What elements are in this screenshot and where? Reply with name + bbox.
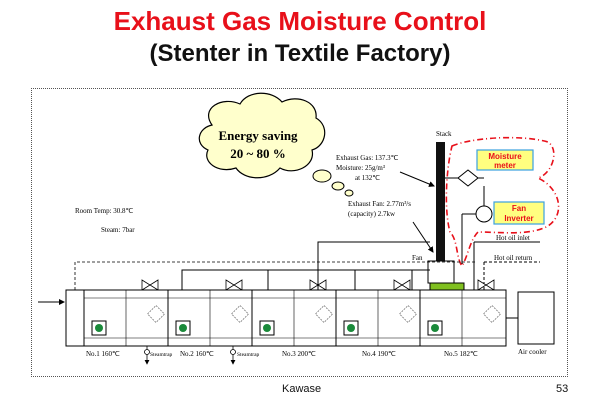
heater-icon xyxy=(147,305,165,323)
steam-header-line xyxy=(74,261,475,290)
exhaust-moisture: Moisture: 25g/m³ xyxy=(336,164,385,172)
exhaust-fan-capacity: Exhaust Fan: 2.77m³/s xyxy=(348,200,411,208)
fan-label: Fan xyxy=(412,254,423,262)
valve-icon xyxy=(141,279,159,291)
hot-oil-inlet-label: Hot oil inlet xyxy=(496,234,530,242)
moisture-sensor-icon xyxy=(457,169,479,187)
footer-author: Kawase xyxy=(282,383,322,395)
fan-inverter-label-1: Fan xyxy=(512,204,526,213)
inverter-icon xyxy=(475,205,493,223)
exhaust-fan-power: (capacity) 2.7kw xyxy=(348,210,396,218)
valve-icon xyxy=(393,279,411,291)
stack xyxy=(436,142,445,262)
hot-oil-return-label: Hot oil return xyxy=(494,254,533,262)
slide-subtitle: (Stenter in Textile Factory) xyxy=(149,40,451,67)
cloud-bubble xyxy=(331,181,345,191)
moisture-meter-label-1: Moisture xyxy=(488,152,522,161)
chamber-1-label: No.1 160℃ xyxy=(86,350,120,358)
heater-icon xyxy=(231,305,249,323)
cloud-text-1: Energy saving xyxy=(218,128,298,143)
steamtrap-1-label: Steamtrap xyxy=(150,352,173,358)
fan-inverter-box xyxy=(493,201,545,225)
exhaust-duct xyxy=(181,269,430,290)
diagram-frame xyxy=(31,88,568,377)
room-temp-label: Room Temp: 30.8℃ xyxy=(75,207,134,215)
air-cooler xyxy=(517,291,555,345)
exhaust-gas-temp: Exhaust Gas: 137.3℃ xyxy=(336,154,399,162)
fan-arrow xyxy=(412,221,434,253)
air-cooler-label: Air cooler xyxy=(518,348,547,356)
steamtrap-2-label: Steamtrap xyxy=(237,352,260,358)
heater-icon xyxy=(315,305,333,323)
chamber-3-label: No.3 200℃ xyxy=(282,350,316,358)
exhaust-moisture-temp: at 132℃ xyxy=(355,174,380,182)
heater-icon xyxy=(483,305,501,323)
valve-icon xyxy=(309,279,327,291)
stenter-body xyxy=(65,289,507,347)
cloud-text-2: 20 ~ 80 % xyxy=(230,146,286,161)
cloud-bubble xyxy=(312,169,332,183)
moisture-meter-box xyxy=(476,149,534,171)
steamtrap-icon xyxy=(230,349,236,355)
valve-icon xyxy=(225,279,243,291)
energy-saving-cloud: Energy saving 20 ~ 80 % xyxy=(198,92,354,197)
fan-inverter-label-2: Inverter xyxy=(504,214,533,223)
moisture-meter-label-2: meter xyxy=(494,161,516,170)
steam-label: Steam: 7bar xyxy=(101,226,135,234)
chamber-5-label: No.5 182℃ xyxy=(444,350,478,358)
slide-title: Exhaust Gas Moisture Control xyxy=(113,6,487,36)
page-number: 53 xyxy=(556,383,569,395)
chamber-4-label: No.4 190℃ xyxy=(362,350,396,358)
stack-label: Stack xyxy=(436,130,452,138)
valve-icon xyxy=(477,279,495,291)
chamber-2-label: No.2 160℃ xyxy=(180,350,214,358)
chamber-fan-icon xyxy=(259,320,275,336)
steamtrap-icon xyxy=(144,349,150,355)
chamber-fan-icon xyxy=(91,320,107,336)
cloud-bubble xyxy=(344,189,354,197)
chamber-fan-icon xyxy=(175,320,191,336)
exhaust-duct xyxy=(317,241,430,290)
fan-housing xyxy=(427,260,455,284)
chamber-fan-icon xyxy=(343,320,359,336)
heater-icon xyxy=(399,305,417,323)
chamber-fan-icon xyxy=(427,320,443,336)
exhaust-arrow xyxy=(399,171,435,187)
